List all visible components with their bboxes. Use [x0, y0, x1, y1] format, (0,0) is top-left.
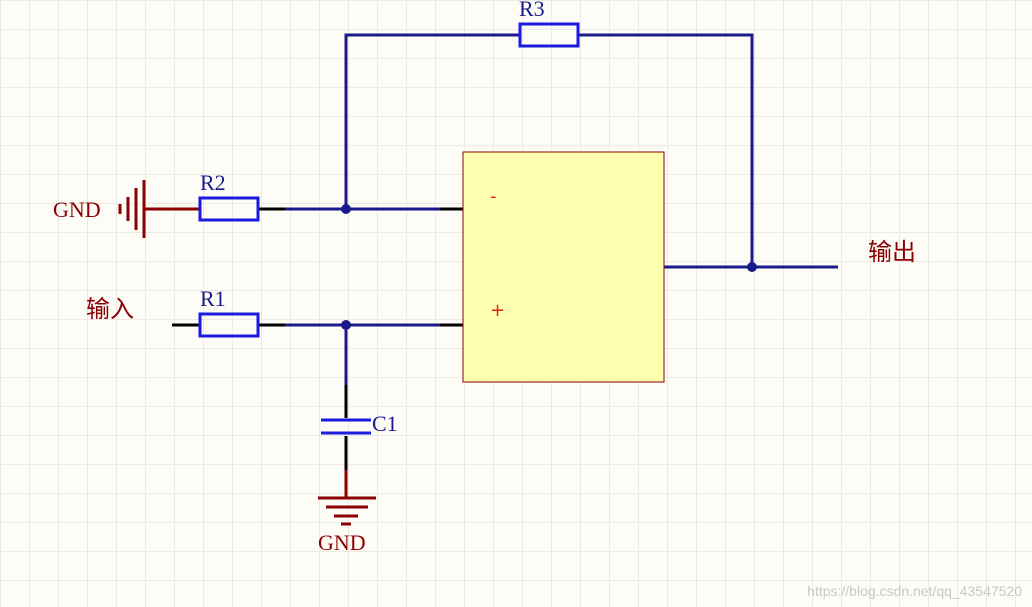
resistor-r2: [198, 196, 260, 222]
ground-bottom-icon: [318, 496, 376, 526]
r1-label: R1: [200, 286, 226, 311]
r3-label: R3: [519, 0, 545, 21]
junction-output: [747, 262, 757, 272]
r2-label: R2: [200, 170, 226, 195]
opamp-noninverting-label: +: [490, 300, 505, 321]
opamp-body: [462, 151, 665, 383]
ground-left-icon: [118, 180, 172, 238]
watermark: https://blog.csdn.net/qq_43547520: [807, 583, 1022, 599]
c1-label: C1: [372, 411, 398, 436]
feedback-wires: [344, 33, 754, 267]
gnd-left-label: GND: [53, 197, 101, 222]
noninverting-path: [172, 323, 463, 498]
feedback-wire-right: [605, 33, 754, 267]
input-label: 输入: [86, 295, 134, 323]
resistor-r3: [518, 22, 580, 48]
feedback-wire-left: [344, 33, 490, 209]
capacitor-c1: [321, 418, 371, 435]
opamp-inverting-label: -: [490, 186, 497, 207]
gnd-bottom-label: GND: [318, 530, 366, 555]
junction-noninverting: [341, 320, 351, 330]
junction-inverting: [341, 204, 351, 214]
resistor-r1: [198, 312, 260, 338]
output-label: 输出: [868, 238, 916, 266]
